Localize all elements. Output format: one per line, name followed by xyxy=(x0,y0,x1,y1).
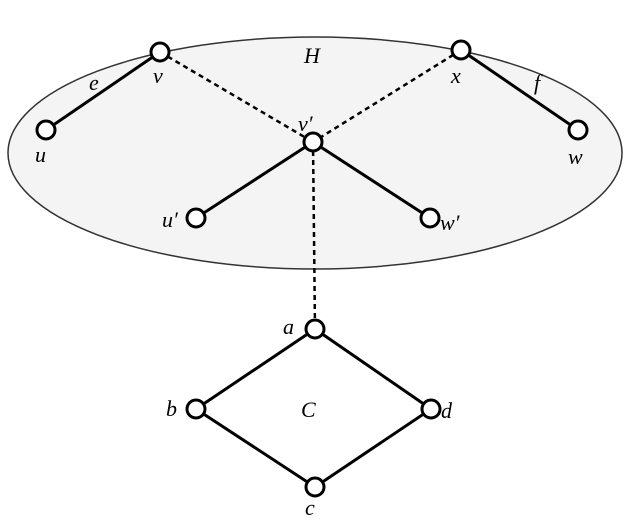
node-label-w: w xyxy=(568,144,583,169)
edge-label-u-v: e xyxy=(89,70,99,95)
node-label-wp: w′ xyxy=(440,210,461,235)
region-h-label: H xyxy=(303,43,321,68)
node-b xyxy=(185,398,207,420)
node-label-c: c xyxy=(305,495,315,520)
edges-layer xyxy=(45,48,579,489)
edge-vp-wp xyxy=(312,140,431,220)
edge-v-vp xyxy=(159,50,314,144)
edge-label-x-w: f xyxy=(534,70,543,95)
edge-b-c xyxy=(195,407,316,489)
node-d xyxy=(420,398,442,420)
edge-vp-up xyxy=(195,140,314,220)
node-v xyxy=(149,41,171,63)
labels-layer: u v x w v′ u′ w′ a b c d e f xyxy=(35,63,583,520)
edge-a-b xyxy=(195,327,316,411)
node-label-up: u′ xyxy=(162,207,179,232)
node-label-vp: v′ xyxy=(298,111,314,136)
node-label-x: x xyxy=(450,63,461,88)
edge-u-v xyxy=(45,50,161,132)
node-label-v: v xyxy=(153,63,163,88)
node-x xyxy=(450,39,472,61)
node-a xyxy=(304,318,326,340)
node-label-d: d xyxy=(441,398,453,423)
node-label-b: b xyxy=(166,396,177,421)
node-wp xyxy=(419,207,441,229)
edge-d-a xyxy=(314,327,432,411)
node-vp xyxy=(302,131,324,153)
edge-vp-a xyxy=(311,141,317,330)
node-w xyxy=(567,119,589,141)
node-label-a: a xyxy=(283,314,294,339)
cycle-c-label: C xyxy=(301,397,316,422)
edge-x-w xyxy=(460,48,579,132)
node-c xyxy=(304,476,326,498)
node-label-u: u xyxy=(35,142,46,167)
edge-x-vp xyxy=(312,48,462,144)
nodes-layer xyxy=(35,39,589,498)
edge-c-d xyxy=(314,407,432,489)
node-up xyxy=(185,207,207,229)
node-u xyxy=(35,119,57,141)
